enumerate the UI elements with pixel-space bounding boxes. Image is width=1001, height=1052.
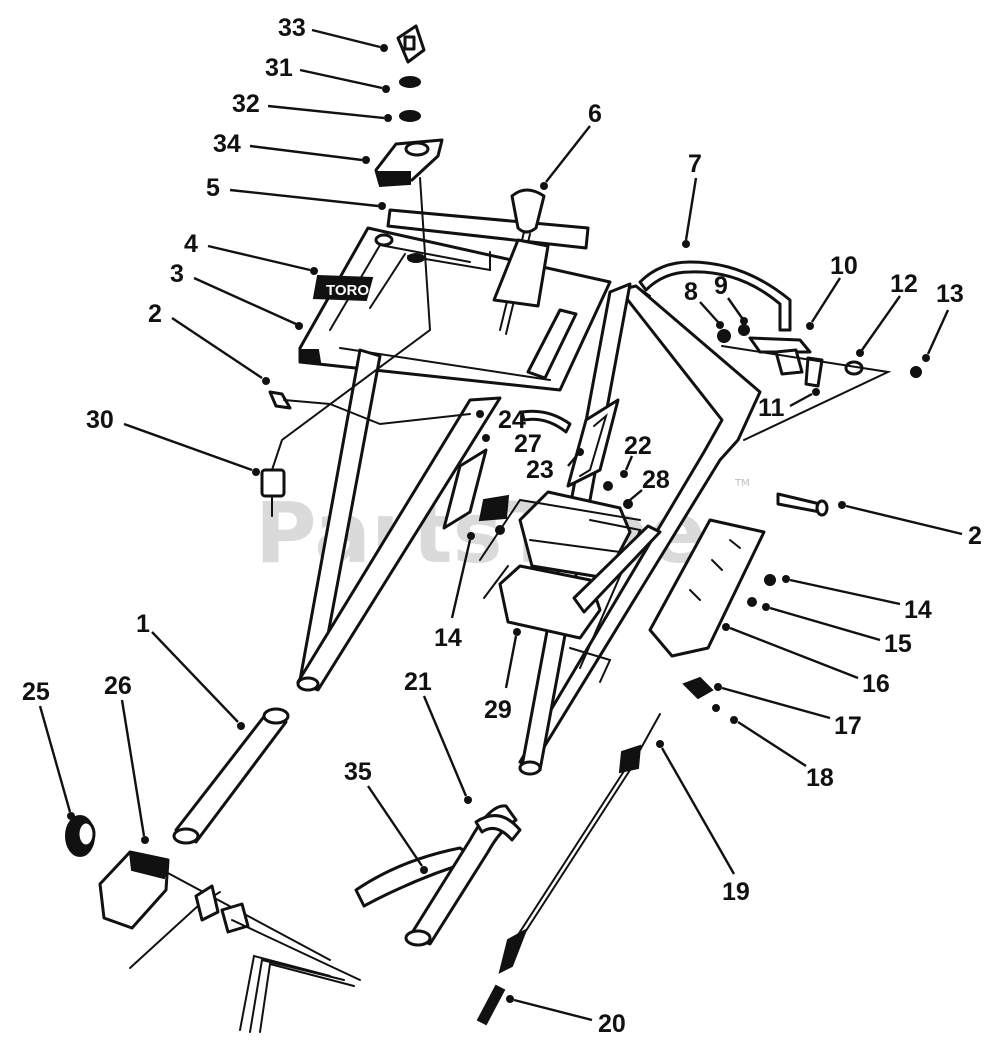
callout-29: 29 xyxy=(484,696,512,724)
callout-24: 24 xyxy=(498,406,526,434)
part-2-bolt-left xyxy=(268,390,471,426)
callout-18: 18 xyxy=(806,764,834,792)
callout-27: 27 xyxy=(514,430,542,458)
callout-9: 9 xyxy=(714,272,728,300)
part-35-lower-handle xyxy=(354,804,522,947)
callout-8: 8 xyxy=(684,278,698,306)
part-1-tube xyxy=(172,707,290,845)
callout-32: 32 xyxy=(232,90,260,118)
callout-14-left: 14 xyxy=(434,624,462,652)
callout-2-left: 2 xyxy=(148,300,162,328)
part-3-control-panel xyxy=(298,226,612,392)
callout-10: 10 xyxy=(830,252,858,280)
part-34-key-switch-housing xyxy=(374,138,444,188)
callout-26: 26 xyxy=(104,672,132,700)
callout-30: 30 xyxy=(86,406,114,434)
part-31-washer xyxy=(399,76,421,88)
callout-28: 28 xyxy=(642,466,670,494)
part-16-cable-bracket xyxy=(648,518,776,712)
callout-23: 23 xyxy=(526,456,554,484)
callout-34: 34 xyxy=(213,130,241,158)
callout-11: 11 xyxy=(758,394,785,422)
part-32-washer xyxy=(399,110,421,122)
callout-19: 19 xyxy=(722,878,750,906)
callout-13: 13 xyxy=(936,280,964,308)
part-33-key xyxy=(396,24,426,64)
part-30-switch xyxy=(260,177,432,517)
callout-14-right: 14 xyxy=(904,596,932,624)
part-19-cable xyxy=(498,713,661,974)
watermark-trademark: TM xyxy=(734,478,750,489)
callout-31: 31 xyxy=(265,54,293,82)
callout-35: 35 xyxy=(344,758,372,786)
callout-4: 4 xyxy=(184,230,198,258)
callouts: 33 31 32 34 5 4 3 2 30 6 7 10 8 xyxy=(22,14,982,1038)
part-4-brand-plate: TORO xyxy=(312,274,374,302)
callout-7: 7 xyxy=(688,150,702,178)
callout-33: 33 xyxy=(278,14,306,42)
parts-24-27-22-23-28-hardware xyxy=(442,398,633,535)
callout-21: 21 xyxy=(404,668,432,696)
callout-17: 17 xyxy=(834,712,862,740)
callout-12: 12 xyxy=(890,270,918,298)
parts-drawing: TORO xyxy=(65,24,922,1033)
callout-22: 22 xyxy=(624,432,652,460)
brand-plate-text: TORO xyxy=(326,282,369,299)
part-2-bolt-right xyxy=(776,492,829,517)
callout-25: 25 xyxy=(22,678,50,706)
callout-16: 16 xyxy=(862,670,890,698)
callout-5: 5 xyxy=(206,174,220,202)
callout-6: 6 xyxy=(588,100,602,128)
callout-15: 15 xyxy=(884,630,912,658)
part-25-bushing xyxy=(65,815,96,857)
frame-crossbar xyxy=(479,498,641,561)
callout-2-right: 2 xyxy=(968,522,982,550)
part-7-rod xyxy=(638,260,792,332)
part-26-housing xyxy=(98,850,361,1033)
callout-1: 1 xyxy=(136,610,150,638)
part-6-shift-lever xyxy=(492,188,550,335)
callout-3: 3 xyxy=(170,260,184,288)
part-10-bracket-hardware xyxy=(717,324,922,441)
callout-20: 20 xyxy=(598,1010,626,1038)
part-21-bracket xyxy=(572,524,662,614)
part-20-spring xyxy=(476,984,506,1026)
